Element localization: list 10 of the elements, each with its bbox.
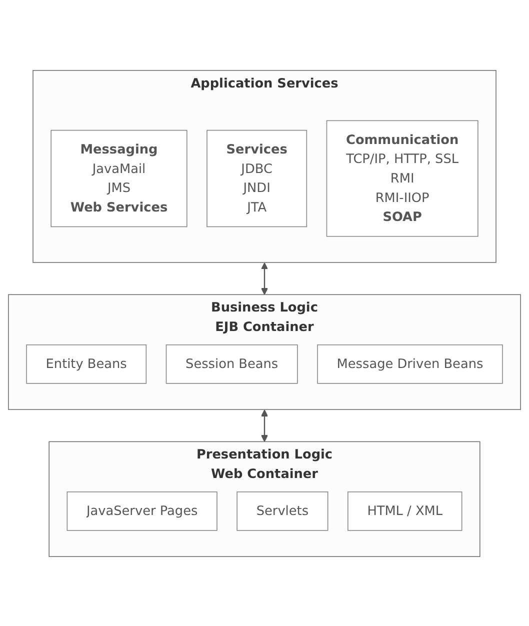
- node-box: Communication TCP/IP, HTTP, SSL RMI RMI-IIOP SOAP: [326, 120, 478, 236]
- node-box: Servlets: [236, 490, 328, 530]
- node-box: Services JDBC JNDI JTA: [206, 129, 308, 227]
- arrow: [260, 262, 268, 294]
- node-box: Message Driven Beans: [317, 344, 503, 384]
- node-box: Messaging JavaMail JMS Web Services: [50, 129, 188, 227]
- node-box: Session Beans: [166, 344, 298, 384]
- arrow: [260, 409, 268, 442]
- node-box: HTML / XML: [348, 490, 462, 530]
- node-box: Entity Beans: [26, 344, 147, 384]
